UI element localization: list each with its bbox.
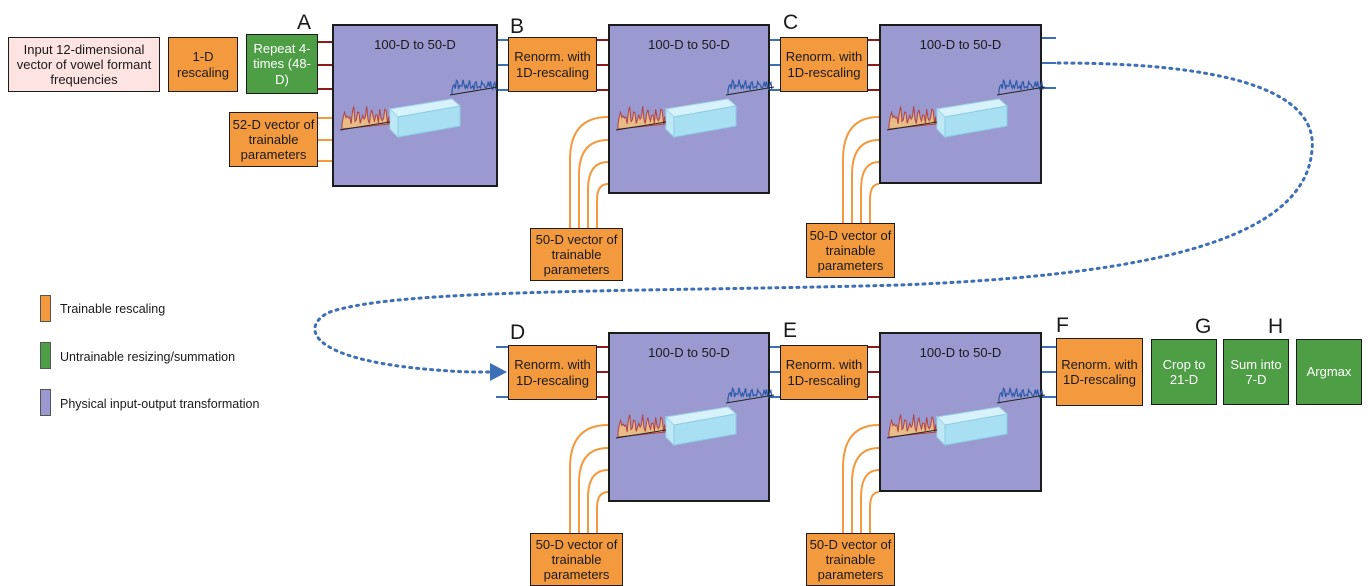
argmax-box: Argmax: [1296, 339, 1362, 405]
param50-label-3: 50-D vector of trainable parameters: [535, 536, 618, 583]
renorm-box-e: Renorm. with 1D-rescaling: [780, 345, 868, 400]
output-lines-c: [770, 39, 780, 91]
waveguide-front-2: [673, 105, 737, 138]
legend-swatch-physical: [40, 389, 51, 416]
argmax-label: Argmax: [1306, 364, 1352, 380]
input-lines-d-blue: [496, 346, 508, 398]
sum-box: Sum into 7-D: [1223, 339, 1289, 405]
renorm-label-b: Renorm. with 1D-rescaling: [514, 49, 591, 80]
label-g: G: [1195, 315, 1212, 338]
output-axis-3: [996, 86, 1046, 96]
waveguide-front-5: [944, 413, 1008, 446]
legend-label-physical: Physical input-output transformation: [60, 397, 260, 411]
input-lines-row1: [318, 41, 332, 90]
renorm-label-e: Renorm. with 1D-rescaling: [785, 357, 863, 388]
sum-label: Sum into 7-D: [1230, 356, 1282, 387]
renorm-box-d: Renorm. with 1D-rescaling: [508, 345, 597, 400]
param-wires-phys4: [569, 424, 609, 533]
output-spectrum-2: [727, 78, 773, 94]
output-axis-2: [725, 86, 775, 96]
legend-label-untrainable: Untrainable resizing/summation: [60, 350, 236, 364]
input-spectrum-3: [888, 106, 937, 130]
crop-box: Crop to 21-D: [1151, 339, 1217, 405]
output-lines-b: [498, 39, 508, 91]
input-axis-1: [339, 121, 391, 131]
param50-label-2: 50-D vector of trainable parameters: [809, 227, 892, 274]
param50-label-4: 50-D vector of trainable parameters: [809, 536, 892, 583]
param50-box-3: 50-D vector of trainable parameters: [530, 533, 623, 586]
output-spectrum-4: [727, 386, 773, 402]
input-axis-4: [615, 429, 667, 439]
input-lines-b: [597, 39, 608, 91]
input-spectrum-1: [341, 106, 390, 130]
physical-transform-2-title: 100-D to 50-D: [648, 37, 730, 52]
param52-box: 52-D vector of trainable parameters: [229, 112, 318, 167]
legend-swatch-trainable: [40, 295, 51, 322]
legend-swatch-untrainable: [40, 342, 51, 369]
label-a: A: [297, 11, 312, 34]
rescale-1d-label: 1-D rescaling: [176, 49, 230, 80]
param50-box-2: 50-D vector of trainable parameters: [806, 223, 895, 278]
input-axis-2: [615, 121, 667, 131]
label-b: B: [510, 15, 525, 38]
input-axis-5: [886, 429, 938, 439]
param52-lines: [318, 117, 332, 162]
legend-label-trainable: Trainable rescaling: [60, 302, 166, 316]
waveguide-front-3: [944, 105, 1008, 138]
output-spectrum-5: [998, 386, 1044, 402]
output-axis-1: [449, 86, 499, 96]
physical-transform-5-title: 100-D to 50-D: [919, 345, 1002, 360]
physical-transform-3-title: 100-D to 50-D: [919, 37, 1002, 52]
dotted-arrow-head: [490, 363, 507, 381]
input-vector-box: Input 12-dimensional vector of vowel for…: [8, 37, 160, 92]
label-e: E: [783, 319, 798, 342]
renorm-box-c: Renorm. with 1D-rescaling: [780, 37, 868, 92]
output-spectrum-3: [998, 78, 1044, 94]
renorm-label-d: Renorm. with 1D-rescaling: [514, 357, 591, 388]
param50-box-4: 50-D vector of trainable parameters: [806, 533, 895, 586]
renorm-box-f: Renorm. with 1D-rescaling: [1056, 338, 1143, 406]
dotted-loop-arrow: [313, 61, 1314, 374]
param-wires-phys3: [842, 116, 880, 225]
renorm-box-b: Renorm. with 1D-rescaling: [508, 37, 597, 92]
label-h: H: [1268, 315, 1284, 338]
rescale-1d-box: 1-D rescaling: [168, 37, 238, 92]
label-f: F: [1056, 314, 1069, 337]
label-d: D: [510, 321, 526, 344]
output-lines-row1-end: [1042, 37, 1056, 89]
param-wires-phys5: [842, 424, 880, 533]
input-spectrum-5: [888, 414, 937, 438]
input-lines-c: [868, 39, 879, 91]
repeat-box: Repeat 4-times (48-D): [246, 34, 318, 94]
physical-transform-5: 100-D to 50-D: [879, 332, 1042, 492]
input-lines-d: [597, 346, 608, 398]
renorm-label-c: Renorm. with 1D-rescaling: [785, 49, 863, 80]
param50-label-1: 50-D vector of trainable parameters: [535, 231, 618, 278]
input-lines-e: [868, 346, 879, 398]
input-axis-3: [886, 121, 938, 131]
input-spectrum-4: [617, 414, 666, 438]
param-wires-phys2: [569, 116, 609, 228]
input-vector-label: Input 12-dimensional vector of vowel for…: [16, 41, 152, 88]
input-spectrum-2: [617, 106, 666, 130]
param52-label: 52-D vector of trainable parameters: [232, 116, 315, 163]
repeat-label: Repeat 4-times (48-D): [253, 41, 311, 87]
renorm-label-f: Renorm. with 1D-rescaling: [1061, 356, 1138, 387]
physical-transform-3: 100-D to 50-D: [879, 24, 1042, 184]
waveguide-front-1: [397, 105, 461, 138]
output-lines-f: [1042, 346, 1056, 398]
output-spectrum-1: [451, 78, 497, 94]
physical-transform-1-title: 100-D to 50-D: [374, 37, 456, 52]
param50-box-1: 50-D vector of trainable parameters: [530, 228, 623, 281]
waveguide-front-4: [673, 413, 737, 446]
output-axis-4: [725, 394, 775, 404]
label-c: C: [783, 11, 799, 34]
physical-transform-4-title: 100-D to 50-D: [648, 345, 730, 360]
crop-label: Crop to 21-D: [1162, 356, 1206, 387]
output-axis-5: [996, 394, 1046, 404]
